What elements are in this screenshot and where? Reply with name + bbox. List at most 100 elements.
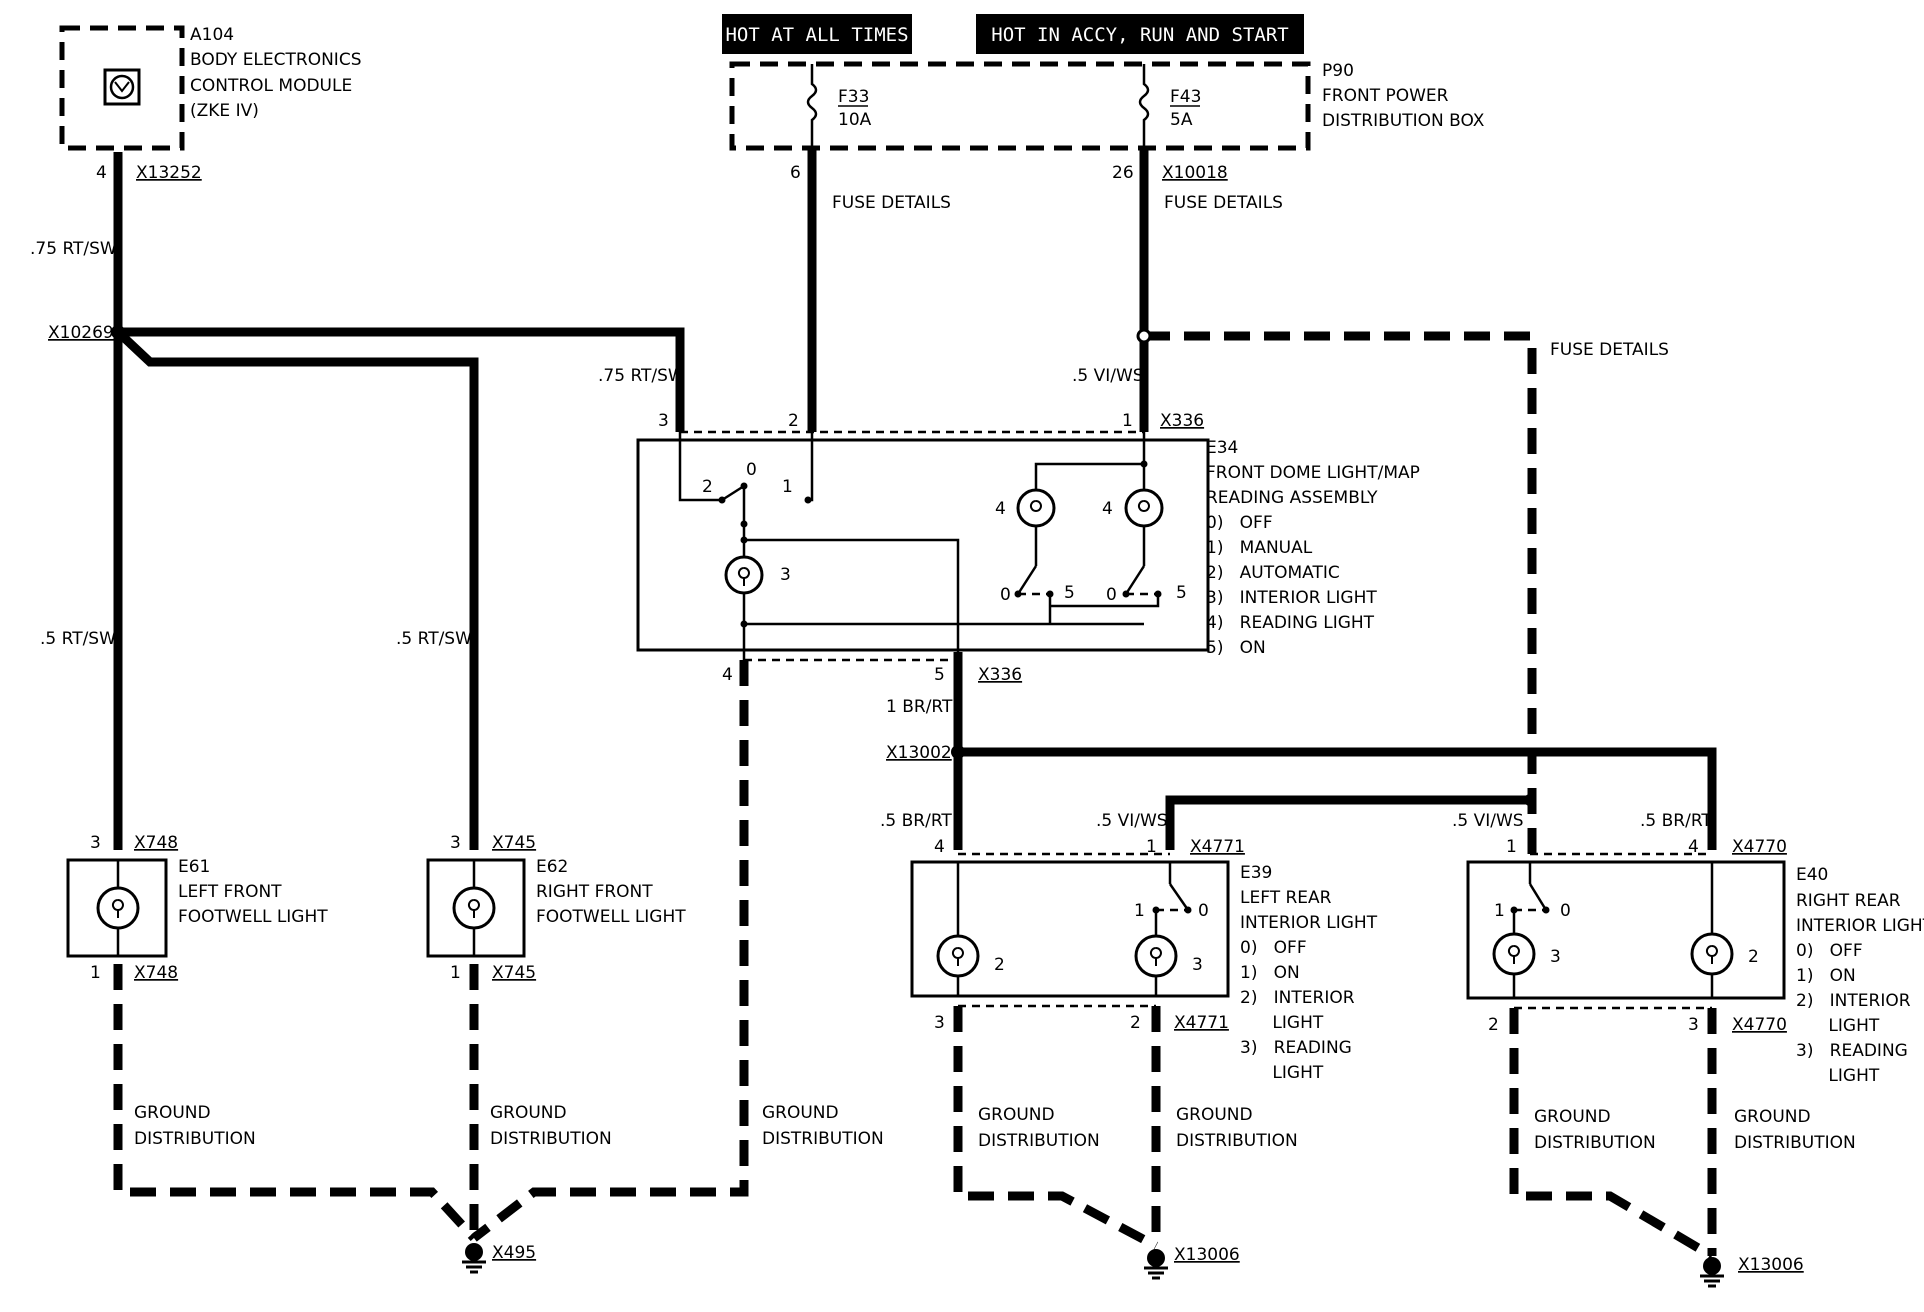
e61-name2: FOOTWELL LIGHT xyxy=(178,907,328,927)
e34-switch-0: 0 xyxy=(746,460,757,480)
p90-line2: DISTRIBUTION BOX xyxy=(1322,111,1485,131)
e34-legend-4: 4) READING LIGHT xyxy=(1206,613,1375,633)
fuse-f43: F43 5A xyxy=(1138,64,1201,150)
wire-label-5viws-e34: .5 VI/WS xyxy=(1072,366,1144,386)
f43-id: F43 xyxy=(1170,87,1201,107)
x495-label: X495 xyxy=(492,1243,536,1263)
gd-e39b-2: DISTRIBUTION xyxy=(1176,1131,1298,1151)
e34-pin-2: 2 xyxy=(788,411,799,431)
gd-e62-2: DISTRIBUTION xyxy=(490,1129,612,1149)
e61-left-footwell-light: E61 LEFT FRONT FOOTWELL LIGHT xyxy=(66,857,328,958)
e40-id: E40 xyxy=(1796,865,1828,885)
fuse-details-2: FUSE DETAILS xyxy=(1164,193,1283,213)
gd-e62-1: GROUND xyxy=(490,1103,567,1123)
hot-all-times-label: HOT AT ALL TIMES xyxy=(725,24,908,46)
a104-pin: 4 xyxy=(96,163,107,183)
e39-legend-1: 1) ON xyxy=(1240,963,1300,983)
e40-pin-4: 4 xyxy=(1688,837,1699,857)
e34-legend: 0) OFF 1) MANUAL 2) AUTOMATIC 3) INTERIO… xyxy=(1206,513,1377,658)
e34-pin-4: 4 xyxy=(722,665,733,685)
e34-switch-1: 1 xyxy=(782,477,793,497)
e39-connector-top: X4771 xyxy=(1190,837,1245,857)
e39-legend: 0) OFF 1) ON 2) INTERIOR LIGHT 3) READIN… xyxy=(1240,938,1355,1083)
e62-pin-top: 3 xyxy=(450,833,461,853)
a104-id: A104 xyxy=(190,25,234,45)
e40-sw-0: 0 xyxy=(1560,901,1571,921)
e61-connector-top: X748 xyxy=(134,833,178,853)
wire-label-75rtsw-a: .75 RT/SW xyxy=(30,239,117,259)
e34-name1: FRONT DOME LIGHT/MAP xyxy=(1206,463,1420,483)
f43-rating: 5A xyxy=(1170,110,1193,130)
splice-x10269-dot xyxy=(111,325,125,339)
wire-label-5brrt-e40: .5 BR/RT xyxy=(1640,811,1712,831)
gd-e39a-1: GROUND xyxy=(978,1105,1055,1125)
x13002-label: X13002 xyxy=(886,743,952,763)
e39-pin-3: 3 xyxy=(934,1013,945,1033)
x13006-label-left: X13006 xyxy=(1174,1245,1240,1265)
e34-legend-1: 1) MANUAL xyxy=(1206,538,1313,558)
ground-distribution-labels: GROUND DISTRIBUTION GROUND DISTRIBUTION … xyxy=(134,1103,1856,1153)
e40-pin-2: 2 xyxy=(1488,1015,1499,1035)
x10269-label: X10269 xyxy=(48,323,114,343)
e34-legend-5: 5) ON xyxy=(1206,638,1266,658)
e34-sw-r0a: 0 xyxy=(1000,585,1011,605)
e39-id: E39 xyxy=(1240,863,1272,883)
e40-connector-top: X4770 xyxy=(1732,837,1787,857)
e39-connector-bot: X4771 xyxy=(1174,1013,1229,1033)
e34-legend-2: 2) AUTOMATIC xyxy=(1206,563,1340,583)
e39-bulb-3: 3 xyxy=(1192,955,1203,975)
e34-pin-1: 1 xyxy=(1122,411,1133,431)
hot-accy-label: HOT IN ACCY, RUN AND START xyxy=(991,24,1288,46)
p90-distribution-box: P90 FRONT POWER DISTRIBUTION BOX xyxy=(729,61,1485,151)
e39-legend-0: 0) OFF xyxy=(1240,938,1307,958)
e40-legend-4: 3) READING xyxy=(1796,1041,1908,1061)
e40-legend-5: LIGHT xyxy=(1796,1066,1880,1086)
gd-e40b-1: GROUND xyxy=(1734,1107,1811,1127)
e62-id: E62 xyxy=(536,857,568,877)
e61-id: E61 xyxy=(178,857,210,877)
e34-sw-r5a: 5 xyxy=(1064,583,1075,603)
e34-connector-top: X336 xyxy=(1160,411,1204,431)
e40-bulb-3: 3 xyxy=(1550,947,1561,967)
gd-e34-1: GROUND xyxy=(762,1103,839,1123)
e40-name1: RIGHT REAR xyxy=(1796,891,1901,911)
e39-bulb-2: 2 xyxy=(994,955,1005,975)
e34-legend-3: 3) INTERIOR LIGHT xyxy=(1206,588,1377,608)
wire-label-5rtsw-left: .5 RT/SW xyxy=(40,629,116,649)
e62-name1: RIGHT FRONT xyxy=(536,882,653,902)
e34-pin-5: 5 xyxy=(934,665,945,685)
supply-bar-hot-accy: HOT IN ACCY, RUN AND START xyxy=(976,14,1304,54)
e39-name1: LEFT REAR xyxy=(1240,888,1332,908)
p90-line1: FRONT POWER xyxy=(1322,86,1449,106)
gd-e40b-2: DISTRIBUTION xyxy=(1734,1133,1856,1153)
e39-legend-3: LIGHT xyxy=(1240,1013,1324,1033)
e62-connector-top: X745 xyxy=(492,833,536,853)
e34-front-dome-light-assembly: 0 1 2 3 4 4 0 5 0 5 xyxy=(636,430,1210,662)
e40-legend: 0) OFF 1) ON 2) INTERIOR LIGHT 3) READIN… xyxy=(1796,941,1911,1086)
e34-pin-3: 3 xyxy=(658,411,669,431)
fuse-details-3: FUSE DETAILS xyxy=(1550,340,1669,360)
e39-sw-0: 0 xyxy=(1198,901,1209,921)
e39-name2: INTERIOR LIGHT xyxy=(1240,913,1378,933)
wire-label-1brrt: 1 BR/RT xyxy=(886,697,953,717)
e62-pin-bot: 1 xyxy=(450,963,461,983)
wire-label-5viws-e39: .5 VI/WS xyxy=(1096,811,1168,831)
e40-legend-0: 0) OFF xyxy=(1796,941,1863,961)
gd-e39b-1: GROUND xyxy=(1176,1105,1253,1125)
a104-body-electronics-module: A104 BODY ELECTRONICS CONTROL MODULE (ZK… xyxy=(59,25,362,151)
f33-pin: 6 xyxy=(790,163,801,183)
x13006-label-right: X13006 xyxy=(1738,1255,1804,1275)
e34-name2: READING ASSEMBLY xyxy=(1206,488,1378,508)
e61-pin-top: 3 xyxy=(90,833,101,853)
e40-legend-2: 2) INTERIOR xyxy=(1796,991,1911,1011)
e40-legend-3: LIGHT xyxy=(1796,1016,1880,1036)
e40-legend-1: 1) ON xyxy=(1796,966,1856,986)
e34-id: E34 xyxy=(1206,438,1238,458)
wire-label-5brrt-e39: .5 BR/RT xyxy=(880,811,952,831)
e39-left-rear-interior-light: 1 0 2 3 xyxy=(910,852,1230,1008)
wires-dashed xyxy=(807,160,1537,858)
e61-pin-bot: 1 xyxy=(90,963,101,983)
e40-bulb-2: 2 xyxy=(1748,947,1759,967)
x13252-connector: X13252 xyxy=(136,163,202,183)
